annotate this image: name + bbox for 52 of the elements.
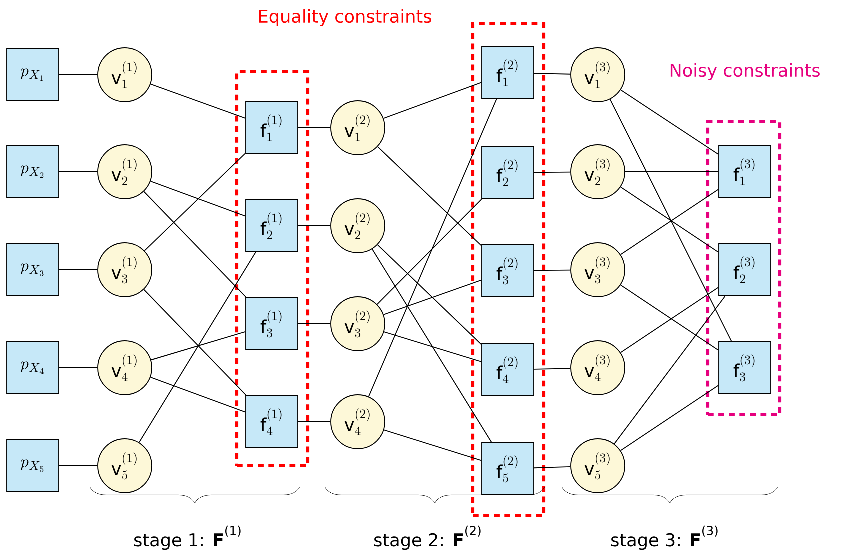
connector-line bbox=[144, 191, 247, 298]
connector-line bbox=[377, 244, 482, 346]
factor-box: $\mathrm{f}_{1}^{(2)}$ bbox=[482, 46, 534, 100]
factor-box: $p_{X_4}$ bbox=[6, 342, 60, 394]
connector-line bbox=[534, 172, 571, 174]
factor-box: $\mathrm{f}_{5}^{(2)}$ bbox=[482, 442, 534, 496]
connector-line bbox=[150, 84, 246, 119]
connector-line bbox=[383, 82, 482, 120]
connector-line bbox=[376, 199, 482, 305]
factor-box: $\mathrm{f}_{2}^{(2)}$ bbox=[482, 146, 534, 200]
connector-line bbox=[150, 331, 246, 361]
factor-box: $p_{X_3}$ bbox=[6, 244, 60, 296]
connector-line bbox=[368, 99, 498, 398]
factor-box: $\mathrm{f}_{4}^{(1)}$ bbox=[246, 396, 298, 448]
connector-line bbox=[534, 270, 571, 272]
stage-label: stage 3: F(3) bbox=[612, 526, 718, 550]
connector-line bbox=[383, 280, 482, 316]
factor-box: $\mathrm{f}_{1}^{(1)}$ bbox=[246, 102, 298, 154]
connector-line bbox=[59, 74, 98, 76]
connector-line bbox=[620, 385, 720, 452]
factor-box: $p_{X_2}$ bbox=[6, 146, 60, 198]
dashed-group-box bbox=[235, 70, 310, 468]
group-title: Noisy constraints bbox=[670, 64, 820, 80]
factor-box: $p_{X_1}$ bbox=[6, 48, 60, 102]
connector-line bbox=[144, 289, 247, 396]
connector-line bbox=[377, 146, 482, 246]
factor-box: $\mathrm{f}_{2}^{(3)}$ bbox=[718, 244, 772, 296]
factor-box: $\mathrm{f}_{3}^{(1)}$ bbox=[246, 298, 298, 350]
dashed-group-box bbox=[471, 22, 546, 518]
connector-line bbox=[138, 252, 256, 444]
connector-line bbox=[614, 296, 726, 444]
group-title: Equality constraints bbox=[260, 10, 432, 26]
connector-line bbox=[372, 248, 492, 443]
factor-box: $\mathrm{f}_{4}^{(2)}$ bbox=[482, 344, 534, 396]
factor-box: $\mathrm{f}_{3}^{(2)}$ bbox=[482, 244, 534, 298]
connector-line bbox=[150, 181, 246, 217]
connector-line bbox=[384, 332, 482, 362]
connector-line bbox=[150, 377, 246, 413]
factor-box: $\mathrm{f}_{3}^{(3)}$ bbox=[718, 342, 772, 394]
connector-line bbox=[534, 368, 572, 370]
stage-label: stage 1: F(1) bbox=[134, 526, 241, 550]
factor-box: $p_{X_5}$ bbox=[6, 440, 60, 492]
dashed-group-box bbox=[706, 120, 782, 417]
connector-line bbox=[534, 466, 572, 469]
factor-box: $\mathrm{f}_{2}^{(1)}$ bbox=[246, 200, 298, 252]
connector-line bbox=[384, 430, 482, 462]
stage-label: stage 2: F(2) bbox=[374, 526, 481, 550]
connector-line bbox=[144, 153, 246, 252]
connector-line bbox=[620, 90, 720, 156]
connector-line bbox=[534, 73, 572, 75]
factor-box: $\mathrm{f}_{1}^{(3)}$ bbox=[718, 146, 772, 198]
connector-line bbox=[610, 99, 732, 342]
